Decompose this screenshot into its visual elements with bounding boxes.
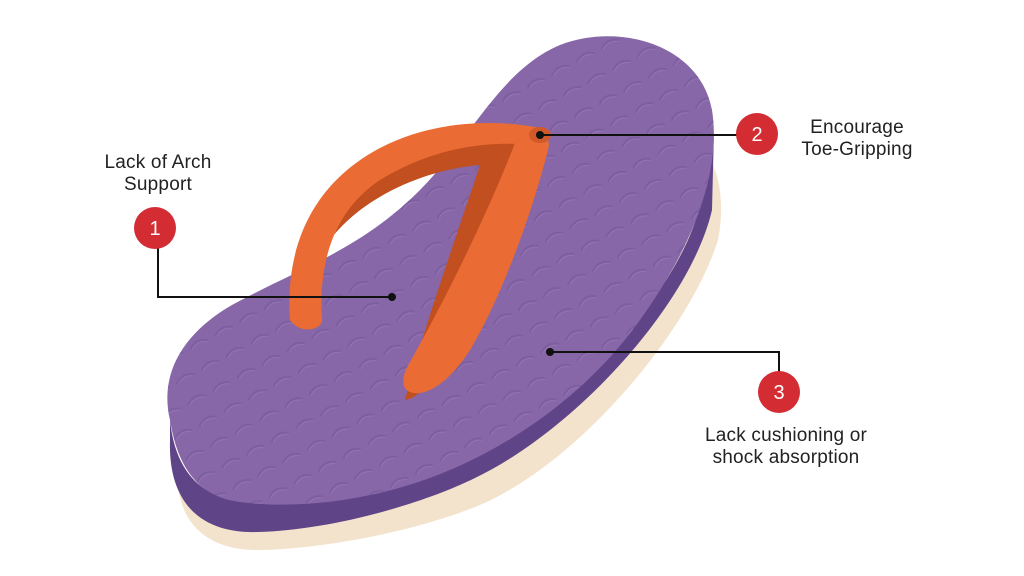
leader-dot-3 bbox=[546, 348, 554, 356]
leader-dot-1 bbox=[388, 293, 396, 301]
callout-label-3-line-1: Lack cushioning or bbox=[704, 425, 868, 446]
callout-label-1: Lack of Arch Support bbox=[78, 152, 238, 196]
strap-right bbox=[403, 129, 549, 394]
callout-badge-1: 1 bbox=[134, 207, 176, 249]
callout-label-2-line-1: Encourage bbox=[810, 117, 904, 138]
callout-number-2: 2 bbox=[751, 124, 762, 146]
callout-label-3: Lack cushioning or shock absorption bbox=[686, 425, 886, 469]
callout-number-1: 1 bbox=[149, 218, 160, 240]
callout-label-1-line-2: Support bbox=[124, 174, 192, 195]
callout-label-2-line-2: Toe-Gripping bbox=[801, 139, 913, 160]
sole-texture bbox=[167, 36, 714, 505]
strap-left bbox=[289, 122, 540, 330]
callout-label-1-line-1: Lack of Arch bbox=[104, 152, 212, 173]
leader-dot-2 bbox=[536, 131, 544, 139]
callout-badge-2: 2 bbox=[736, 113, 778, 155]
callout-label-3-line-2: shock absorption bbox=[712, 447, 860, 468]
callout-number-3: 3 bbox=[773, 382, 784, 404]
callout-label-2: Encourage Toe-Gripping bbox=[782, 117, 932, 161]
leader-line-1 bbox=[157, 248, 392, 298]
leader-line-3 bbox=[550, 351, 780, 372]
callout-badge-3: 3 bbox=[758, 371, 800, 413]
